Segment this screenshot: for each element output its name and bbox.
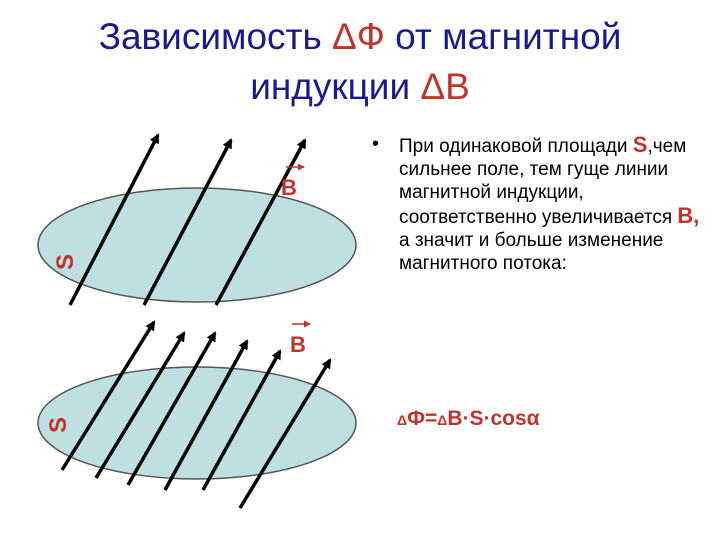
field-line xyxy=(238,358,332,509)
field-line xyxy=(126,331,217,486)
b-symbol: В, xyxy=(677,203,700,228)
s-symbol: S xyxy=(632,132,648,157)
field-lines-bottom xyxy=(60,320,332,509)
area-s-label-top: S xyxy=(52,254,79,270)
delta-b-symbol: ΔВ xyxy=(420,66,470,107)
area-s-label-bottom: S xyxy=(45,417,72,433)
flux-formula: ΔФ=ΔВ·S·cosα xyxy=(397,407,540,430)
title-text: индукции xyxy=(250,66,421,107)
title-text: Зависимость xyxy=(98,16,333,57)
bullet-dot-icon: • xyxy=(372,133,380,155)
delta-phi-symbol: ΔФ xyxy=(332,16,385,57)
field-line xyxy=(142,138,233,306)
title-line-1: Зависимость ΔФ от магнитной xyxy=(20,12,700,62)
field-line xyxy=(94,331,186,479)
vector-b-label-bottom: В xyxy=(290,332,306,357)
vector-b-label-top: В xyxy=(281,175,297,200)
surface-ellipse-bottom xyxy=(37,366,357,480)
field-line xyxy=(60,320,156,471)
field-line xyxy=(201,349,282,491)
slide-title: Зависимость ΔФ от магнитной индукции ΔВ xyxy=(20,12,700,112)
field-line xyxy=(68,133,160,306)
explanation-bullet: • При одинаковой площади S,чем сильнее п… xyxy=(372,133,702,275)
field-line xyxy=(163,339,249,491)
title-text: от магнитной xyxy=(384,16,622,57)
bullet-text: При одинаковой площади S,чем сильнее пол… xyxy=(399,132,700,274)
title-line-2: индукции ΔВ xyxy=(20,62,700,112)
